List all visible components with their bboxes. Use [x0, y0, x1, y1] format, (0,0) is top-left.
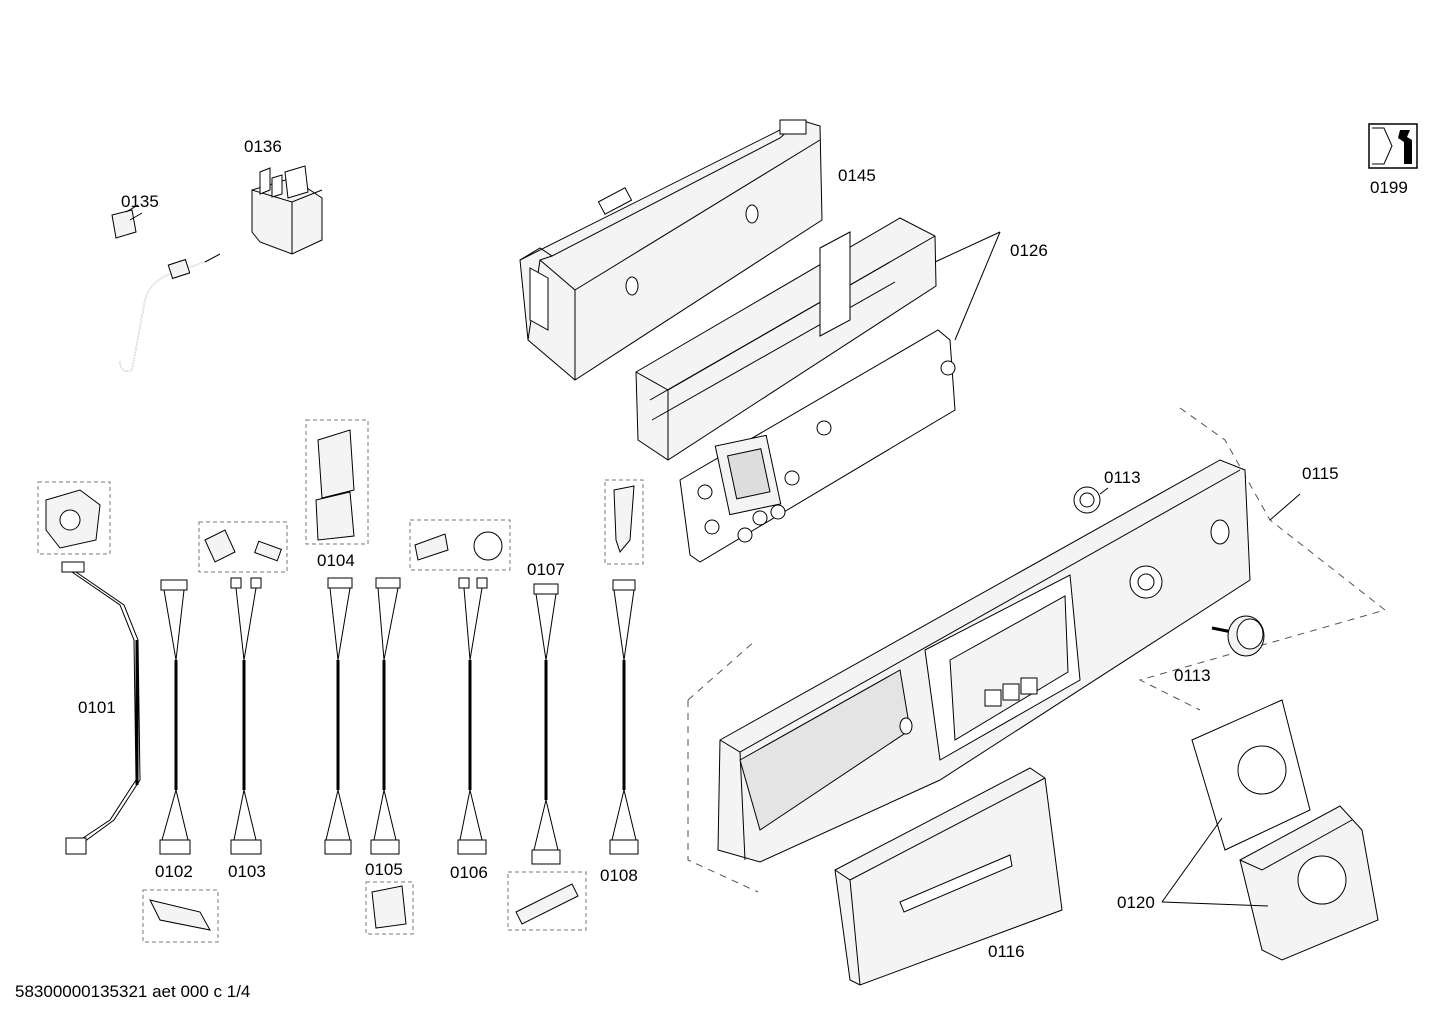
control-panel-group: [687, 407, 1387, 893]
harness-0103: [198, 521, 288, 855]
label-0115: 0115: [1302, 464, 1339, 483]
label-0113-b: 0113: [1174, 666, 1211, 685]
label-0101: 0101: [78, 698, 116, 717]
service-wrench-icon: [1368, 123, 1418, 169]
label-0102: 0102: [155, 862, 193, 881]
harness-0107: [507, 583, 587, 931]
document-code: 58300000135321 aet 000 c 1/4: [15, 982, 250, 1001]
harness-0102: [142, 579, 219, 943]
interference-filter: [251, 165, 323, 255]
power-cord: [111, 204, 221, 372]
label-0199: 0199: [1370, 178, 1408, 197]
label-0136: 0136: [244, 137, 282, 156]
label-0116: 0116: [988, 942, 1025, 961]
module-housing: [519, 119, 823, 381]
dispenser-handle: [834, 767, 1063, 986]
label-0108: 0108: [600, 866, 638, 885]
label-0103: 0103: [228, 862, 266, 881]
harness-0105: [365, 577, 414, 935]
selector-knob-adapter: [1073, 486, 1109, 514]
control-board-assembly: [635, 217, 1001, 563]
harness-0104: [305, 419, 369, 855]
label-0106: 0106: [450, 863, 488, 882]
harness-0108: [604, 479, 644, 855]
label-0113-a: 0113: [1104, 468, 1141, 487]
label-0135: 0135: [121, 192, 159, 211]
label-0120: 0120: [1117, 893, 1155, 912]
harness-0106: [409, 519, 511, 855]
label-0126: 0126: [1010, 241, 1048, 260]
selector-knob: [1211, 615, 1265, 657]
label-0107: 0107: [527, 560, 565, 579]
label-0105: 0105: [365, 860, 403, 879]
decor-panels: [1161, 699, 1379, 961]
label-0104: 0104: [317, 551, 355, 570]
harness-0101: [37, 481, 141, 855]
label-0145: 0145: [838, 166, 876, 185]
